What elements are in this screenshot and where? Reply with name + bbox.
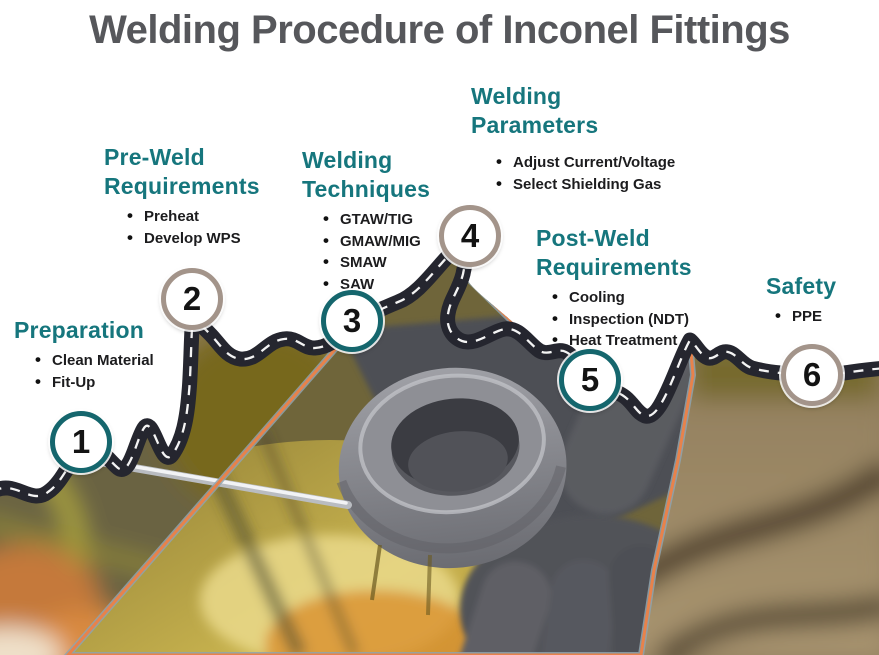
step-heading: Welding Parameters	[471, 83, 599, 138]
bullet-item: Fit-Up	[34, 371, 154, 394]
step-block-preparation: Preparation Clean Material Fit-Up	[14, 316, 154, 393]
step-bullets: Clean Material Fit-Up	[34, 349, 154, 394]
bullet-item: Adjust Current/Voltage	[495, 151, 675, 174]
step-bullets: GTAW/TIG GMAW/MIG SMAW SAW	[322, 208, 467, 296]
welding-rod	[96, 458, 352, 509]
bullet-item: GMAW/MIG	[322, 230, 467, 253]
bullet-item: PPE	[774, 305, 836, 328]
milestone-2: 2	[161, 268, 223, 330]
step-heading: Pre-Weld Requirements	[104, 144, 260, 199]
milestone-3: 3	[321, 290, 383, 352]
step-block-welding-parameters: Welding Parameters Adjust Current/Voltag…	[471, 82, 675, 196]
step-heading: Safety	[766, 273, 837, 299]
inconel-ring-fitting	[336, 367, 567, 569]
bullet-item: Preheat	[126, 205, 282, 228]
bullet-item: GTAW/TIG	[322, 208, 467, 231]
bullet-item: Clean Material	[34, 349, 154, 372]
bullet-item: Develop WPS	[126, 227, 282, 250]
step-block-safety: Safety PPE	[766, 272, 836, 328]
step-bullets: PPE	[774, 305, 836, 328]
bullet-item: Inspection (NDT)	[551, 308, 728, 331]
milestone-1: 1	[50, 411, 112, 473]
step-bullets: Adjust Current/Voltage Select Shielding …	[495, 151, 675, 196]
step-heading: Preparation	[14, 317, 145, 343]
welding-photo	[0, 237, 879, 655]
step-block-pre-weld: Pre-Weld Requirements Preheat Develop WP…	[104, 143, 282, 249]
step-bullets: Cooling Inspection (NDT) Heat Treatment	[551, 286, 728, 352]
bullet-item: SAW	[322, 273, 467, 296]
milestone-6: 6	[781, 344, 843, 406]
step-block-welding-techniques: Welding Techniques GTAW/TIG GMAW/MIG SMA…	[302, 146, 467, 295]
step-bullets: Preheat Develop WPS	[126, 205, 282, 250]
page-title: Welding Procedure of Inconel Fittings	[89, 8, 790, 52]
step-block-post-weld: Post-Weld Requirements Cooling Inspectio…	[536, 224, 728, 352]
step-heading: Post-Weld Requirements	[536, 225, 692, 280]
step-heading: Welding Techniques	[302, 147, 431, 202]
bullet-item: Cooling	[551, 286, 728, 309]
bullet-item: Select Shielding Gas	[495, 173, 661, 196]
bullet-item: SMAW	[322, 251, 467, 274]
milestone-5: 5	[559, 349, 621, 411]
bullet-item: Heat Treatment	[551, 329, 728, 352]
milestone-4: 4	[439, 205, 501, 267]
